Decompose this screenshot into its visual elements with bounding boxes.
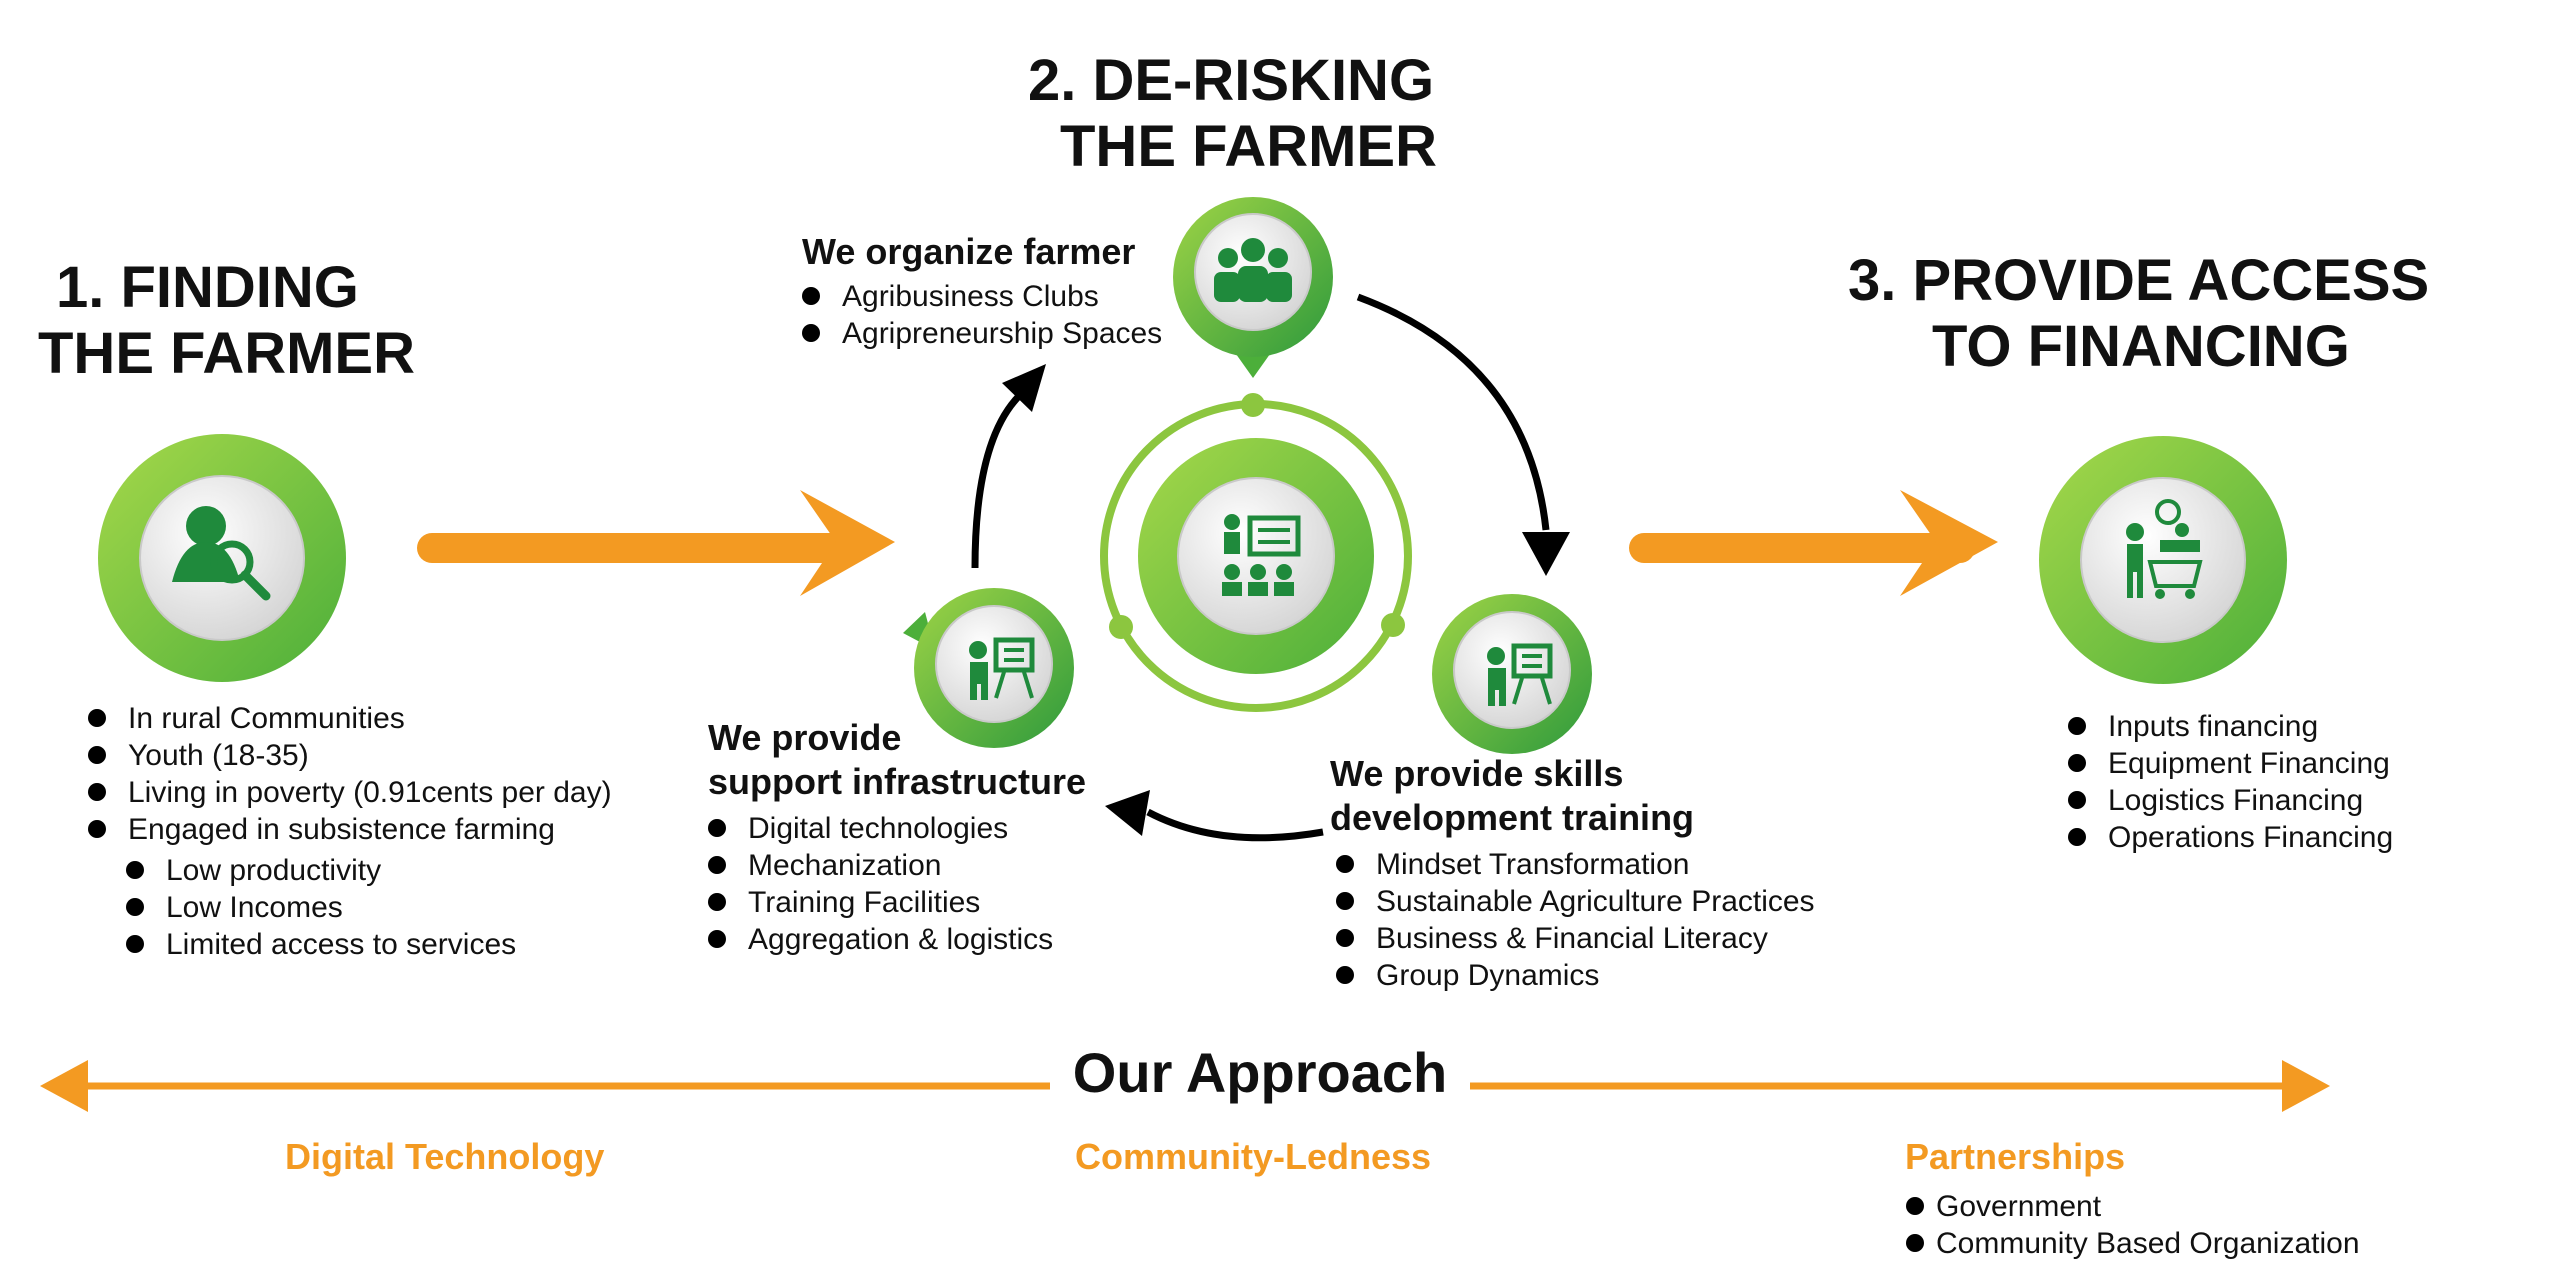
list-item: Agribusiness Clubs [802, 278, 1162, 315]
approach-arrow [40, 1060, 2330, 1112]
farmer-search-icon [172, 506, 271, 601]
classroom-training-icon [1222, 514, 1301, 596]
list-item: Community Based Organization [1906, 1225, 2360, 1262]
list-item: Sustainable Agriculture Practices [1336, 883, 1815, 920]
list-item: Limited access to services [126, 926, 612, 963]
infrastructure-node [903, 588, 1074, 748]
step1-title-line2: THE FARMER [38, 321, 415, 386]
partners-list: Government Community Based Organization [1906, 1188, 2360, 1262]
list-item: Low productivity [126, 852, 612, 889]
list-item: Engaged in subsistence farming [88, 811, 612, 848]
list-item: Mindset Transformation [1336, 846, 1815, 883]
list-item: Low Incomes [126, 889, 612, 926]
step3-node [2039, 436, 2287, 684]
presenter-board-icon [1487, 643, 1553, 706]
step3-list: Inputs financing Equipment Financing Log… [2068, 708, 2393, 856]
organize-node [1173, 197, 1333, 378]
infrastructure-block: We provide support infrastructure Digita… [708, 716, 1086, 958]
pillar-community-ledness: Community-Ledness [1075, 1136, 1432, 1177]
flow-arrow-1 [417, 490, 895, 596]
step3-title-line1: 3. PROVIDE ACCESS [1848, 248, 2430, 313]
list-item: Logistics Financing [2068, 782, 2393, 819]
skills-heading-line2: development training [1330, 797, 1695, 838]
list-item: In rural Communities [88, 700, 612, 737]
step1-list: In rural Communities Youth (18-35) Livin… [88, 700, 612, 963]
group-people-icon [1214, 238, 1292, 302]
infrastructure-heading-line2: support infrastructure [708, 761, 1087, 802]
cycle-arrows [971, 293, 1550, 842]
skills-heading-line1: We provide skills [1330, 753, 1624, 794]
pillar-partnerships: Partnerships [1905, 1136, 2126, 1177]
step1-node [98, 434, 346, 682]
list-item: Living in poverty (0.91cents per day) [88, 774, 612, 811]
flow-arrow-2 [1629, 490, 1998, 596]
list-item: Group Dynamics [1336, 957, 1815, 994]
market-cart-icon [2126, 499, 2203, 599]
list-item: Government [1906, 1188, 2360, 1225]
list-item: Youth (18-35) [88, 737, 612, 774]
skills-block: We provide skills development training M… [1330, 752, 1815, 994]
list-item: Equipment Financing [2068, 745, 2393, 782]
list-item: Mechanization [708, 847, 1086, 884]
pillar-digital-technology: Digital Technology [285, 1136, 605, 1177]
list-item: Operations Financing [2068, 819, 2393, 856]
list-item: Training Facilities [708, 884, 1086, 921]
center-node [1100, 393, 1412, 712]
skills-node [1432, 594, 1592, 754]
step2-title: 2. DE-RISKING THE FARMER [1028, 48, 1437, 180]
list-item: Agripreneurship Spaces [802, 315, 1162, 352]
step1-title: 1. FINDING THE FARMER [38, 255, 415, 387]
step3-title-line2: TO FINANCING [1932, 314, 2350, 379]
approach-title: Our Approach [1072, 1041, 1448, 1104]
list-item: Digital technologies [708, 810, 1086, 847]
organize-heading: We organize farmer [802, 231, 1136, 272]
presenter-board-icon [969, 637, 1035, 700]
step3-title: 3. PROVIDE ACCESS TO FINANCING [1848, 248, 2429, 380]
list-item: Business & Financial Literacy [1336, 920, 1815, 957]
step2-title-line1: 2. DE-RISKING [1028, 48, 1435, 113]
infrastructure-heading-line1: We provide [708, 717, 902, 758]
organize-block: We organize farmer Agribusiness Clubs Ag… [802, 230, 1162, 352]
step2-title-line2: THE FARMER [1060, 114, 1437, 179]
step1-title-line1: 1. FINDING [56, 255, 359, 320]
list-item: Inputs financing [2068, 708, 2393, 745]
list-item: Aggregation & logistics [708, 921, 1086, 958]
